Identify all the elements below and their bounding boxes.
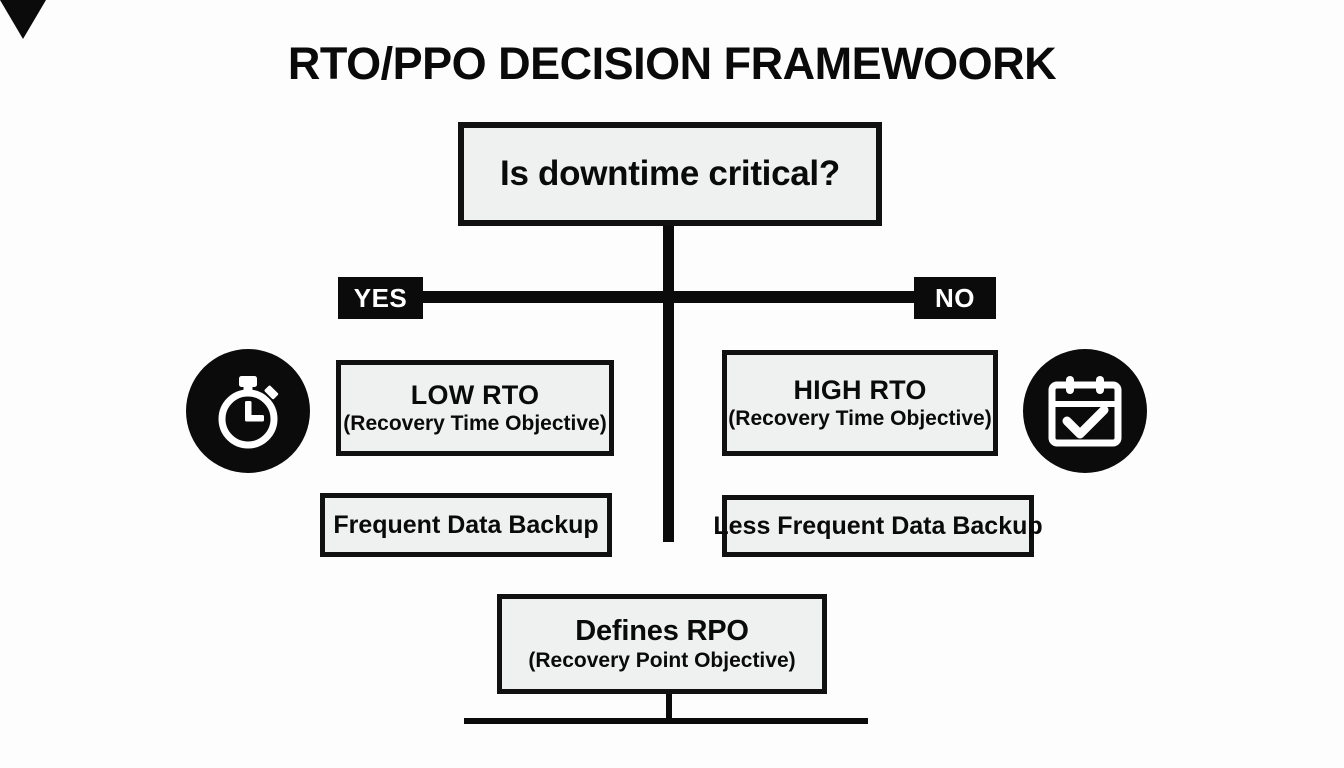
node-low-rto-subtitle: (Recovery Time Objective) [343, 412, 607, 436]
node-defines-rpo[interactable]: Defines RPO (Recovery Point Objective) [497, 594, 827, 694]
node-high-rto-title: HIGH RTO [793, 375, 927, 406]
decision-node[interactable]: Is downtime critical? [458, 122, 882, 226]
calendar-check-icon [1023, 349, 1147, 473]
node-high-rto[interactable]: HIGH RTO (Recovery Time Objective) [722, 350, 998, 456]
branch-tag-no: NO [914, 277, 996, 319]
node-defines-rpo-title: Defines RPO [575, 615, 749, 647]
node-less-frequent-data-backup[interactable]: Less Frequent Data Backup [713, 495, 1043, 557]
node-less-frequent-data-backup-label: Less Frequent Data Backup [713, 512, 1043, 540]
connector-trunk-vertical [663, 226, 674, 542]
connector-branch-horizontal [418, 291, 918, 303]
connector-arrowhead-down-icon [0, 0, 46, 39]
node-frequent-data-backup-label: Frequent Data Backup [333, 511, 599, 539]
connector-outcome-stub [666, 694, 672, 722]
node-low-rto-title: LOW RTO [410, 380, 540, 411]
branch-tag-yes-label: YES [353, 282, 408, 313]
branch-tag-yes: YES [338, 277, 423, 319]
stopwatch-icon [186, 349, 310, 473]
node-low-rto[interactable]: LOW RTO (Recovery Time Objective) [336, 360, 614, 456]
decision-node-label: Is downtime critical? [500, 154, 840, 194]
connector-baseline [464, 718, 868, 724]
node-defines-rpo-subtitle: (Recovery Point Objective) [528, 649, 796, 673]
node-high-rto-subtitle: (Recovery Time Objective) [728, 407, 992, 431]
branch-tag-no-label: NO [935, 282, 975, 313]
node-frequent-data-backup[interactable]: Frequent Data Backup [320, 493, 612, 557]
page-title: RTO/PPO DECISION FRAMEWOORK [287, 38, 1057, 89]
